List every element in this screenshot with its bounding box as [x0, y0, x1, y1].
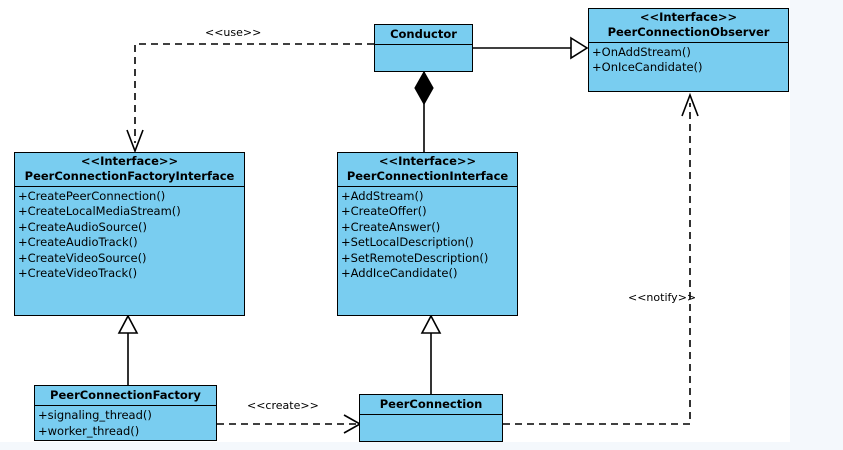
class-stereotype-peer-connection-factory-interface: <<Interface>>	[80, 154, 179, 168]
class-member: +OnIceCandidate()	[592, 60, 703, 75]
class-name-conductor: Conductor	[390, 27, 457, 41]
edge-label-create: <<create>>	[247, 399, 319, 412]
class-stereotype-peer-connection-observer: <<Interface>>	[639, 10, 738, 24]
class-member: +OnAddStream()	[592, 44, 691, 59]
class-members-peer-connection-factory-interface: +CreatePeerConnection() +CreateLocalMedi…	[15, 187, 244, 316]
class-member: +AddStream()	[341, 188, 424, 203]
class-header-peer-connection-factory: PeerConnectionFactory	[35, 386, 216, 406]
class-member: +SetRemoteDescription()	[341, 250, 489, 265]
class-box-peer-connection-factory-interface[interactable]: <<Interface>> PeerConnectionFactoryInter…	[14, 152, 245, 316]
class-member: +CreateOffer()	[341, 204, 427, 219]
class-stereotype-peer-connection-interface: <<Interface>>	[378, 154, 477, 168]
class-member: +signaling_thread()	[38, 408, 152, 422]
class-member: +CreatePeerConnection()	[18, 188, 166, 203]
class-member: +CreateLocalMediaStream()	[18, 204, 181, 219]
class-member: +CreateAudioSource()	[18, 219, 148, 234]
class-header-peer-connection: PeerConnection	[360, 395, 502, 415]
class-members-peer-connection-interface: +AddStream() +CreateOffer() +CreateAnswe…	[338, 187, 517, 316]
class-header-peer-connection-interface: <<Interface>> PeerConnectionInterface	[338, 153, 517, 187]
class-member: +CreateVideoTrack()	[18, 266, 138, 281]
class-box-conductor[interactable]: Conductor	[374, 24, 473, 72]
edge-label-use: <<use>>	[205, 26, 262, 39]
class-members-peer-connection	[360, 415, 502, 441]
class-member: +CreateVideoSource()	[18, 250, 147, 265]
class-members-peer-connection-factory: +signaling_thread() +worker_thread()	[35, 406, 216, 441]
class-name-peer-connection-factory-interface: PeerConnectionFactoryInterface	[24, 168, 235, 183]
class-box-peer-connection[interactable]: PeerConnection	[359, 394, 503, 442]
class-members-conductor	[375, 45, 472, 71]
edge-label-notify: <<notify>>	[628, 291, 697, 304]
class-header-conductor: Conductor	[375, 25, 472, 45]
class-members-peer-connection-observer: +OnAddStream() +OnIceCandidate()	[589, 43, 788, 92]
class-member: +CreateAnswer()	[341, 219, 441, 234]
class-box-peer-connection-observer[interactable]: <<Interface>> PeerConnectionObserver +On…	[588, 8, 789, 92]
class-box-peer-connection-interface[interactable]: <<Interface>> PeerConnectionInterface +A…	[337, 152, 518, 316]
class-name-peer-connection-interface: PeerConnectionInterface	[346, 168, 509, 183]
class-header-peer-connection-factory-interface: <<Interface>> PeerConnectionFactoryInter…	[15, 153, 244, 187]
class-member: +CreateAudioTrack()	[18, 235, 138, 250]
class-box-peer-connection-factory[interactable]: PeerConnectionFactory +signaling_thread(…	[34, 385, 217, 441]
class-member: +SetLocalDescription()	[341, 235, 474, 250]
class-member: +AddIceCandidate()	[341, 266, 458, 281]
class-name-peer-connection: PeerConnection	[379, 397, 483, 411]
class-name-peer-connection-factory: PeerConnectionFactory	[50, 388, 201, 402]
class-name-peer-connection-observer: PeerConnectionObserver	[607, 24, 770, 39]
class-header-peer-connection-observer: <<Interface>> PeerConnectionObserver	[589, 9, 788, 43]
class-member: +worker_thread()	[38, 423, 140, 438]
